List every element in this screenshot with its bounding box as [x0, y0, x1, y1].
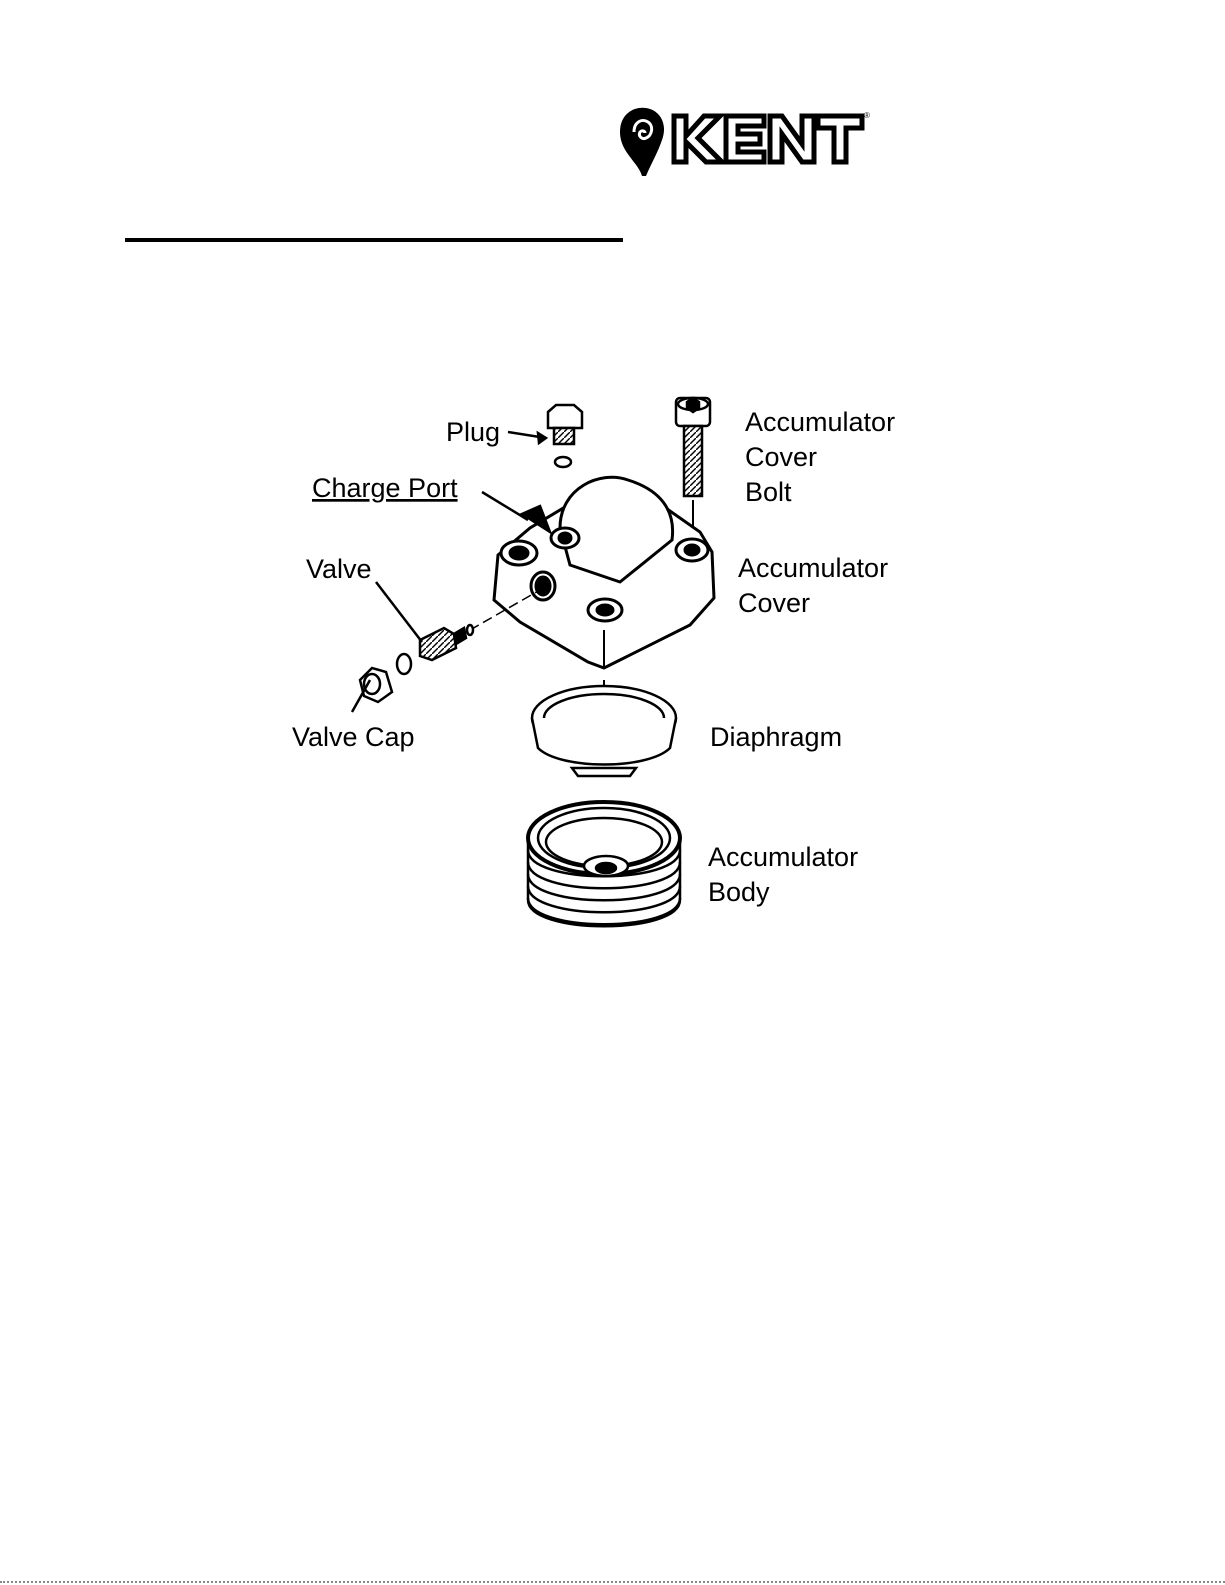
kent-logo: ®: [612, 100, 872, 180]
valve-cap-part: [360, 654, 411, 702]
label-cover-bolt-line-2: Cover: [745, 442, 817, 472]
label-body-line-2: Body: [708, 877, 770, 907]
accumulator-cover-part: [494, 477, 714, 668]
accumulator-exploded-diagram: Plug Charge Port Valve Valve Cap Accumul…: [0, 380, 1225, 940]
kent-wordmark: [674, 116, 862, 162]
label-cover-line-2: Cover: [738, 588, 810, 618]
snail-shell-icon: [620, 108, 664, 176]
svg-text:®: ®: [864, 111, 870, 120]
label-body-line-1: Accumulator: [708, 842, 858, 872]
label-charge-port: Charge Port: [312, 473, 458, 503]
label-cover-bolt-line-3: Bolt: [745, 477, 792, 507]
label-cover-line-1: Accumulator: [738, 553, 888, 583]
label-plug: Plug: [446, 417, 500, 447]
accumulator-body-part: [528, 802, 680, 926]
header-rule: [125, 238, 623, 242]
label-valve-cap: Valve Cap: [292, 722, 415, 752]
plug-part: [548, 405, 582, 467]
label-diaphragm: Diaphragm: [710, 722, 842, 752]
diaphragm-part: [532, 680, 676, 776]
label-cover-bolt-line-1: Accumulator: [745, 407, 895, 437]
footer-rule: [0, 1581, 1225, 1583]
label-valve: Valve: [306, 554, 372, 584]
